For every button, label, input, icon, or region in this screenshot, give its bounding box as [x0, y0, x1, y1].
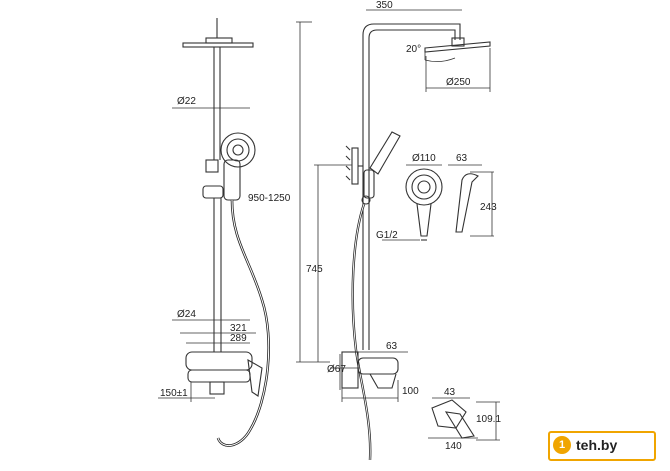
dim-150: 150±1	[160, 388, 188, 399]
dim-250: Ø250	[446, 77, 471, 88]
dim-22: Ø22	[177, 96, 196, 107]
watermark-logo: 1 teh.by	[548, 431, 656, 461]
dim-110: Ø110	[412, 153, 436, 164]
rain-head-front	[182, 42, 254, 48]
watermark-text: teh.by	[576, 437, 618, 453]
wall-bracket	[351, 147, 359, 185]
dim-745: 745	[306, 264, 323, 275]
dim-63-wall: 63	[386, 341, 398, 352]
dim-24: Ø24	[177, 309, 196, 320]
riser-and-arm	[362, 23, 461, 350]
detail-handle-side	[455, 173, 479, 233]
dim-67: Ø67	[327, 364, 346, 375]
rain-head-connector	[205, 37, 233, 44]
rain-head-side	[424, 41, 491, 53]
hand-shower-detail	[382, 164, 494, 241]
front-view	[158, 18, 270, 447]
mixer-side	[357, 357, 399, 375]
dim-109: 109.1	[476, 414, 501, 425]
dim-243: 243	[480, 202, 497, 213]
dim-350: 350	[376, 0, 393, 11]
dim-100: 100	[402, 386, 419, 397]
slider	[205, 159, 219, 173]
hand-shower-front	[220, 132, 256, 168]
side-view	[296, 9, 491, 461]
mixer-handle	[247, 358, 263, 397]
handle-detail-shape	[431, 399, 467, 429]
dim-20deg: 20°	[406, 44, 421, 55]
watermark-badge: 1	[553, 436, 571, 454]
detail-handle-front	[416, 203, 432, 237]
dim-g12: G1/2	[376, 230, 398, 241]
dim-63-hand: 63	[456, 153, 468, 164]
dim-140: 140	[445, 441, 462, 452]
dim-289: 289	[230, 333, 247, 344]
hand-shower-side	[369, 131, 401, 175]
mixer-body	[185, 351, 253, 371]
handle-detail	[428, 397, 500, 441]
dim-950-1250: 950-1250	[248, 193, 291, 204]
dim-321: 321	[230, 323, 247, 334]
dim-43: 43	[444, 387, 456, 398]
